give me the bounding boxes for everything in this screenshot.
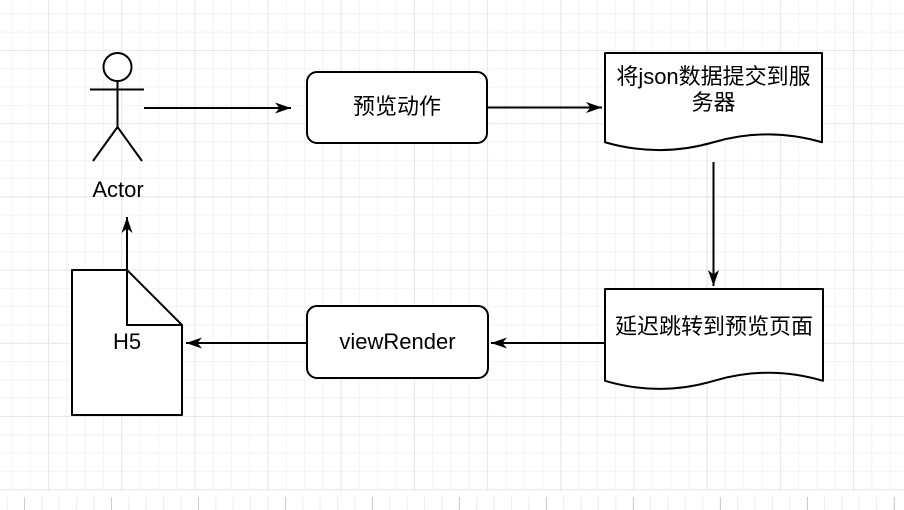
h5-note-outline (71, 269, 183, 416)
actor-head (102, 52, 133, 82)
h5-note-fold (126, 270, 182, 326)
view-render-label[interactable]: viewRender (339, 328, 456, 354)
delay-redirect-label[interactable]: 延迟跳转到预览页面 (614, 313, 813, 339)
h5-label[interactable]: H5 (112, 329, 142, 355)
preview-action-label[interactable]: 预览动作 (352, 94, 441, 120)
actor-leg-right (116, 126, 143, 162)
canvas-bottom-tick-strip (0, 497, 904, 510)
actor-figure[interactable] (90, 52, 144, 162)
delay-redirect-node[interactable] (604, 288, 824, 390)
actor-label: Actor (92, 176, 144, 202)
h5-node[interactable] (71, 269, 183, 416)
submit-json-label[interactable]: 将json数据提交到服 务器 (616, 63, 811, 115)
actor-leg-left (92, 126, 119, 162)
submit-json-node[interactable] (604, 52, 823, 152)
